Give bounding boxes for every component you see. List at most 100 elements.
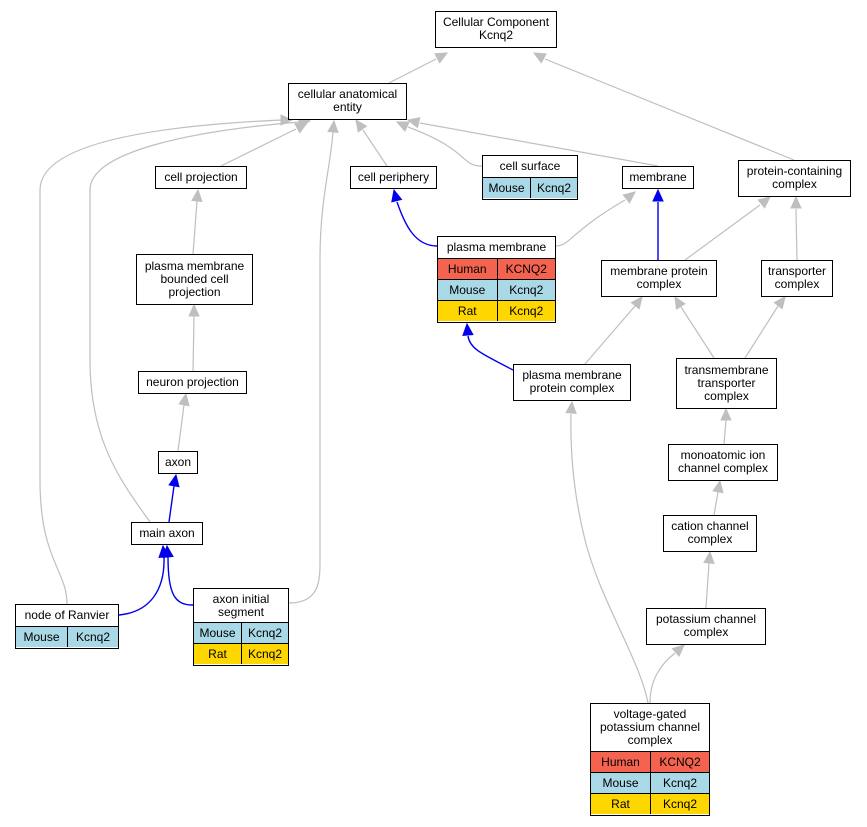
node-cellular-component[interactable]: Cellular Component Kcnq2: [435, 11, 557, 48]
edge-axon-initial-segment-to-cellular-anatomical-entity-line: [288, 131, 334, 604]
node-main-axon[interactable]: main axon: [131, 522, 203, 545]
node-plasma-membrane-bounded-cell-projection[interactable]: plasma membrane bounded cell projection: [136, 254, 253, 305]
node-potassium-channel-complex[interactable]: potassium channel complex: [646, 608, 766, 645]
edge-cell-surface-to-cellular-anatomical-entity: [395, 121, 483, 167]
edge-cell-periphery-to-cellular-anatomical-entity-line: [362, 129, 388, 167]
edge-potassium-channel-complex-to-cation-channel-complex-arrowhead: [703, 550, 715, 564]
node-label: transporter complex: [767, 264, 827, 291]
edge-plasma-membrane-to-cell-periphery-arrowhead: [391, 188, 403, 203]
edge-potassium-channel-complex-to-cation-channel-complex-line: [705, 562, 710, 609]
node-label: main axon: [139, 525, 195, 540]
node-axon-initial-segment[interactable]: axon initial segment Mouse Kcnq2 Rat Kcn…: [193, 588, 289, 666]
node-cell-surface[interactable]: cell surface Mouse Kcnq2: [482, 155, 578, 200]
gene-cell: KCNQ2: [496, 259, 555, 279]
edge-cellular-anatomical-entity-to-cellular-component: [388, 52, 449, 84]
species-cell: Rat: [438, 301, 497, 321]
node-label: cell surface: [499, 159, 561, 173]
gene-cell: Kcnq2: [241, 623, 288, 643]
node-plasma-membrane[interactable]: plasma membrane Human KCNQ2 Mouse Kcnq2 …: [437, 236, 556, 323]
edge-cellular-anatomical-entity-to-cellular-component-arrowhead: [434, 52, 449, 64]
node-plasma-membrane-protein-complex[interactable]: plasma membrane protein complex: [513, 364, 631, 401]
edge-cellular-anatomical-entity-to-cellular-component-line: [388, 58, 437, 84]
edge-voltage-gated-potassium-channel-complex-to-plasma-membrane-protein-complex: [565, 400, 649, 704]
edge-transporter-complex-to-protein-containing-complex: [790, 195, 802, 261]
species-row: Rat Kcnq2: [591, 793, 709, 814]
edge-membrane-protein-complex-to-membrane: [652, 188, 664, 260]
node-label: cell periphery: [357, 169, 430, 184]
species-row: Rat Kcnq2: [194, 643, 288, 664]
edge-membrane-to-cellular-anatomical-entity: [406, 117, 659, 167]
edge-transporter-complex-to-protein-containing-complex-line: [795, 208, 798, 261]
node-cellular-anatomical-entity[interactable]: cellular anatomical entity: [288, 83, 407, 120]
node-monoatomic-ion-channel-complex[interactable]: monoatomic ion channel complex: [668, 444, 778, 481]
species-row: Human KCNQ2: [438, 258, 555, 279]
gene-cell: Kcnq2: [67, 627, 118, 647]
node-transporter-complex[interactable]: transporter complex: [761, 260, 833, 297]
edge-membrane-to-cellular-anatomical-entity-line: [419, 122, 659, 167]
gene-cell: KCNQ2: [650, 752, 709, 772]
node-label: voltage-gated potassium channel complex: [599, 707, 701, 747]
node-voltage-gated-potassium-channel-complex[interactable]: voltage-gated potassium channel complex …: [590, 703, 710, 816]
edge-monoatomic-ion-channel-complex-to-transmembrane-transporter-complex-line: [723, 419, 727, 445]
node-label: node of Ranvier: [24, 608, 110, 622]
node-membrane[interactable]: membrane: [622, 166, 694, 189]
gene-cell: Kcnq2: [650, 794, 709, 814]
node-neuron-projection[interactable]: neuron projection: [138, 371, 247, 394]
species-cell: Rat: [591, 794, 650, 814]
edge-transmembrane-transporter-complex-to-membrane-protein-complex: [674, 295, 715, 359]
species-row: Human KCNQ2: [591, 751, 709, 772]
edge-main-axon-to-axon: [168, 473, 180, 523]
edge-plasma-membrane-protein-complex-to-membrane-protein-complex: [584, 296, 643, 365]
edge-membrane-protein-complex-to-protein-containing-complex: [684, 196, 771, 261]
node-label: plasma membrane bounded cell projection: [144, 258, 245, 299]
node-label: cell projection: [164, 169, 238, 184]
edge-voltage-gated-potassium-channel-complex-to-plasma-membrane-protein-complex-arrowhead: [565, 400, 577, 414]
node-label: axon initial segment: [212, 591, 270, 619]
edge-cell-periphery-to-cellular-anatomical-entity: [355, 119, 388, 167]
species-cell: Mouse: [438, 280, 497, 300]
species-cell: Mouse: [483, 178, 530, 198]
gene-cell: Kcnq2: [496, 301, 555, 321]
edge-plasma-membrane-to-cell-periphery-line: [396, 201, 438, 247]
node-transmembrane-transporter-complex[interactable]: transmembrane transporter complex: [676, 358, 777, 409]
edge-membrane-protein-complex-to-protein-containing-complex-line: [684, 204, 761, 261]
edge-cation-channel-complex-to-monoatomic-ion-channel-complex: [712, 479, 724, 516]
node-label: membrane: [629, 169, 687, 184]
edge-membrane-protein-complex-to-membrane-arrowhead: [652, 188, 664, 202]
edge-plasma-membrane-protein-complex-to-plasma-membrane-arrowhead: [462, 322, 474, 336]
species-row: Mouse Kcnq2: [591, 772, 709, 793]
node-label: cellular anatomical entity: [297, 87, 398, 114]
edge-plasma-membrane-to-membrane: [555, 191, 636, 247]
edge-node-of-ranvier-to-cellular-anatomical-entity-arrowhead: [280, 114, 294, 126]
edge-node-of-ranvier-to-main-axon: [118, 544, 170, 616]
edge-axon-initial-segment-to-cellular-anatomical-entity: [288, 119, 339, 604]
edge-monoatomic-ion-channel-complex-to-transmembrane-transporter-complex: [720, 407, 732, 445]
node-cell-periphery[interactable]: cell periphery: [350, 166, 437, 189]
edge-axon-initial-segment-to-main-axon: [162, 544, 194, 606]
node-label: plasma membrane: [446, 240, 547, 254]
edge-cell-surface-to-cellular-anatomical-entity-arrowhead: [395, 121, 410, 133]
edge-plasma-membrane-bounded-cell-projection-to-cell-projection-line: [192, 200, 198, 255]
edge-plasma-membrane-bounded-cell-projection-to-cell-projection: [191, 188, 203, 255]
edge-potassium-channel-complex-to-cation-channel-complex: [703, 550, 715, 609]
node-node-of-ranvier[interactable]: node of Ranvier Mouse Kcnq2: [15, 604, 119, 649]
species-cell: Mouse: [16, 627, 67, 647]
node-label: transmembrane transporter complex: [684, 362, 769, 403]
edge-plasma-membrane-to-membrane-arrowhead: [622, 191, 636, 204]
edge-main-axon-to-cellular-anatomical-entity-line: [89, 121, 301, 523]
node-cation-channel-complex[interactable]: cation channel complex: [663, 515, 757, 552]
edge-voltage-gated-potassium-channel-complex-to-plasma-membrane-protein-complex-line: [570, 413, 649, 704]
edge-plasma-membrane-protein-complex-to-plasma-membrane: [462, 322, 514, 371]
edge-plasma-membrane-to-cell-periphery: [391, 188, 438, 247]
node-membrane-protein-complex[interactable]: membrane protein complex: [601, 260, 717, 297]
node-axon[interactable]: axon: [158, 451, 198, 474]
node-protein-containing-complex[interactable]: protein-containing complex: [738, 160, 851, 197]
edge-voltage-gated-potassium-channel-complex-to-potassium-channel-complex: [649, 644, 685, 704]
node-cell-projection[interactable]: cell projection: [155, 166, 247, 189]
edge-neuron-projection-to-plasma-membrane-bounded-cell-projection: [188, 303, 200, 372]
node-label: membrane protein complex: [610, 264, 708, 291]
edge-plasma-membrane-protein-complex-to-membrane-protein-complex-arrowhead: [630, 296, 643, 310]
edge-monoatomic-ion-channel-complex-to-transmembrane-transporter-complex-arrowhead: [720, 407, 732, 421]
